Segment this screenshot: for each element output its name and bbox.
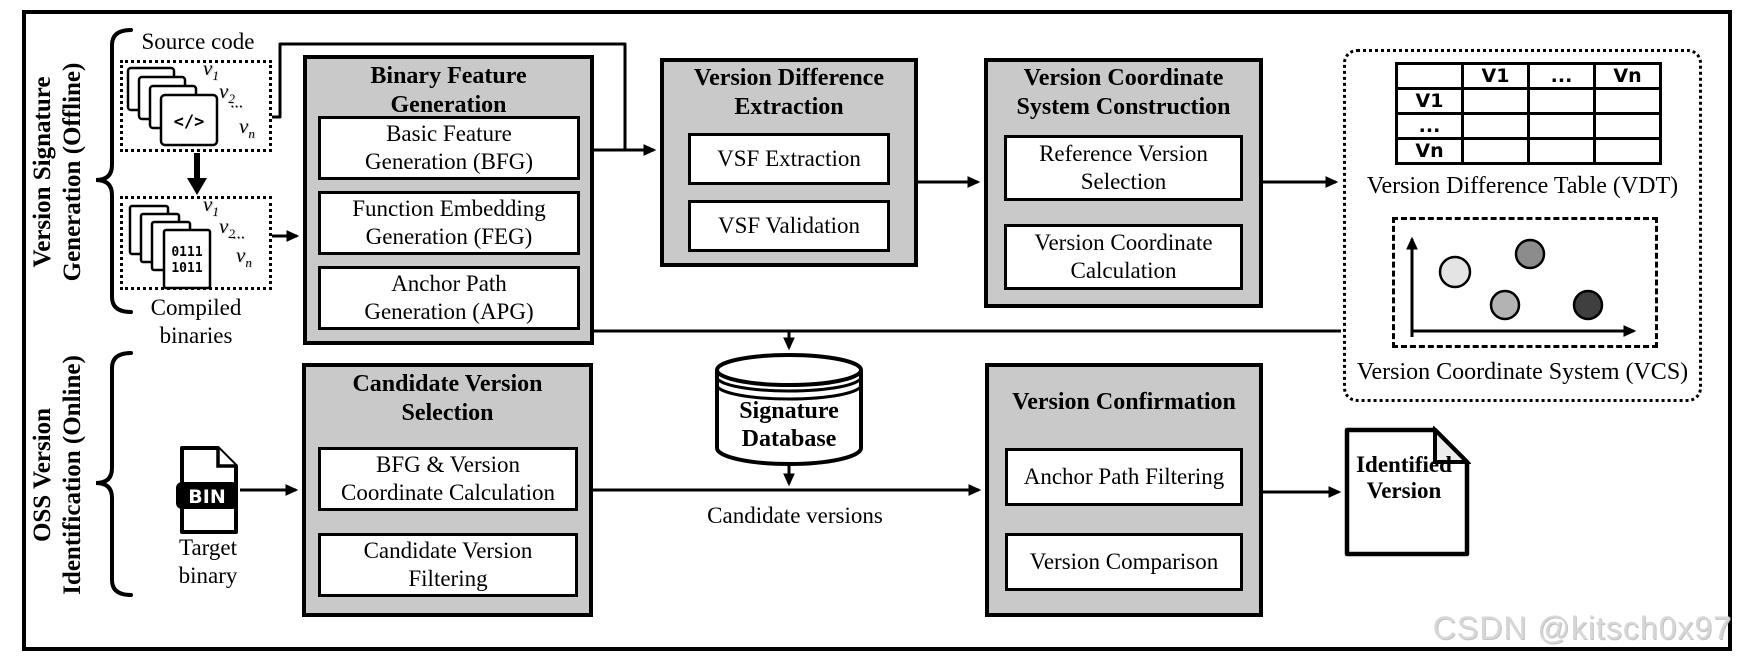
binary-bits-line2: 1011 xyxy=(171,261,202,276)
vcs-data-point xyxy=(1572,289,1604,321)
signature-artifacts-container xyxy=(1343,49,1702,402)
vdt-col-header: ... xyxy=(1527,62,1596,90)
bin-icon-text: BIN xyxy=(188,486,225,508)
code-glyph: </> xyxy=(174,112,205,132)
vcs-data-point xyxy=(1514,238,1546,270)
section-label-offline-line1: Version Signature xyxy=(29,76,56,268)
vcs-caption: Version Coordinate System (VCS) xyxy=(1356,359,1689,385)
source-code-group xyxy=(120,60,272,152)
compiled-binaries-stack-icon: 0111 1011 xyxy=(128,204,212,290)
version-tag: ··· xyxy=(230,97,243,116)
vdt-row-header: Vn xyxy=(1395,137,1464,165)
vdt-corner-cell xyxy=(1395,62,1464,90)
vdt-cell xyxy=(1593,112,1662,140)
vcs-data-point xyxy=(1489,289,1521,321)
section-label-online: OSS Version Identification (Online) xyxy=(28,315,90,635)
binary-bits-line1: 0111 xyxy=(171,245,202,260)
vcs-plot xyxy=(1406,236,1637,337)
bin-file-icon: BIN xyxy=(176,446,238,534)
identified-version-document-icon xyxy=(1344,426,1471,557)
source-code-label: Source code xyxy=(141,29,255,54)
brace-offline-icon xyxy=(95,28,133,314)
section-label-online-line1: OSS Version xyxy=(29,407,56,543)
section-label-offline-line2: Generation (Offline) xyxy=(59,62,86,282)
vdt-row-header: V1 xyxy=(1395,87,1464,115)
vdt-cell xyxy=(1527,112,1596,140)
watermark: CSDN @kitsch0x97 xyxy=(1432,610,1732,646)
version-tag: v2 xyxy=(219,79,235,107)
outer-frame xyxy=(22,10,1732,651)
brace-online-icon xyxy=(95,351,133,597)
version-tag: vn xyxy=(236,243,252,271)
vdt-cell xyxy=(1461,137,1530,165)
vdt-cell xyxy=(1461,112,1530,140)
source-code-stack-icon: </> xyxy=(126,66,219,147)
vcs-plot-frame xyxy=(1392,217,1658,348)
database-cylinder-icon xyxy=(715,353,863,466)
version-tag: v1 xyxy=(203,192,219,220)
version-tag: ··· xyxy=(232,228,245,247)
vdt-cell xyxy=(1593,137,1662,165)
anchor-path-filtering-item: Anchor Path Filtering xyxy=(1005,448,1243,506)
vdt-row-header: ... xyxy=(1395,112,1464,140)
compiled-binaries-label: Compiled binaries xyxy=(150,295,242,348)
vdt-cell xyxy=(1527,87,1596,115)
version-tag: v1 xyxy=(203,56,219,84)
vdt-cell xyxy=(1593,87,1662,115)
vdt-col-header: Vn xyxy=(1593,62,1662,90)
vc-title: Version Confirmation xyxy=(1012,389,1236,415)
section-label-offline: Version Signature Generation (Offline) xyxy=(28,12,90,332)
vcs-data-point xyxy=(1438,255,1472,289)
connector-source-over-top xyxy=(272,42,627,150)
version-comparison-item: Version Comparison xyxy=(1005,533,1243,591)
version-tag: vn xyxy=(239,114,255,142)
vsf-validation-item: VSF Validation xyxy=(688,200,890,252)
vdt-col-header: V1 xyxy=(1461,62,1530,90)
candidate-versions-label: Candidate versions xyxy=(707,503,883,528)
version-difference-table: V1 ... Vn V1 ... Vn xyxy=(1395,62,1662,165)
arrowhead-source-to-compiled xyxy=(187,178,207,195)
vsf-extraction-item: VSF Extraction xyxy=(688,133,890,185)
section-label-online-line2: Identification (Online) xyxy=(59,355,86,595)
version-tag: v2 xyxy=(219,214,235,242)
vdt-cell xyxy=(1527,137,1596,165)
vdt-caption: Version Difference Table (VDT) xyxy=(1366,173,1679,199)
vdt-cell xyxy=(1461,87,1530,115)
